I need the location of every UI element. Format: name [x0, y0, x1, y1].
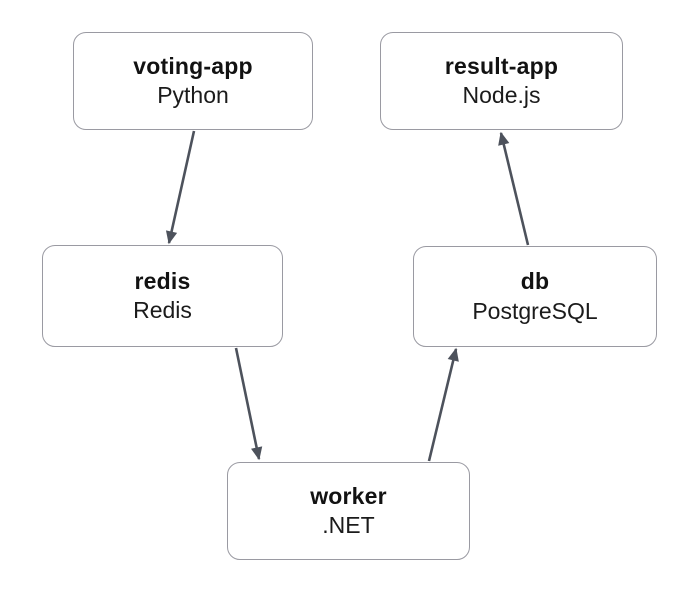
edge-worker-to-db: [427, 347, 459, 462]
node-voting-app: voting-app Python: [73, 32, 313, 130]
node-voting-app-name: voting-app: [133, 52, 253, 79]
edge-db-to-result-app: [498, 131, 530, 246]
node-db-tech: PostgreSQL: [472, 297, 598, 324]
edge-voting-app-to-redis: [165, 130, 196, 245]
node-db-name: db: [520, 268, 550, 295]
node-worker-tech: .NET: [322, 512, 375, 538]
edge-redis-to-worker: [234, 347, 263, 461]
node-result-app-name: result-app: [444, 52, 559, 79]
node-redis: redis Redis: [42, 245, 283, 347]
node-redis-tech: Redis: [133, 297, 192, 323]
node-worker: worker .NET: [227, 462, 470, 560]
node-result-app: result-app Node.js: [380, 32, 623, 130]
node-worker-name: worker: [310, 482, 387, 509]
node-result-app-tech: Node.js: [462, 82, 541, 108]
node-redis-name: redis: [134, 267, 191, 294]
node-db: db PostgreSQL: [413, 246, 657, 347]
node-voting-app-tech: Python: [157, 82, 229, 108]
